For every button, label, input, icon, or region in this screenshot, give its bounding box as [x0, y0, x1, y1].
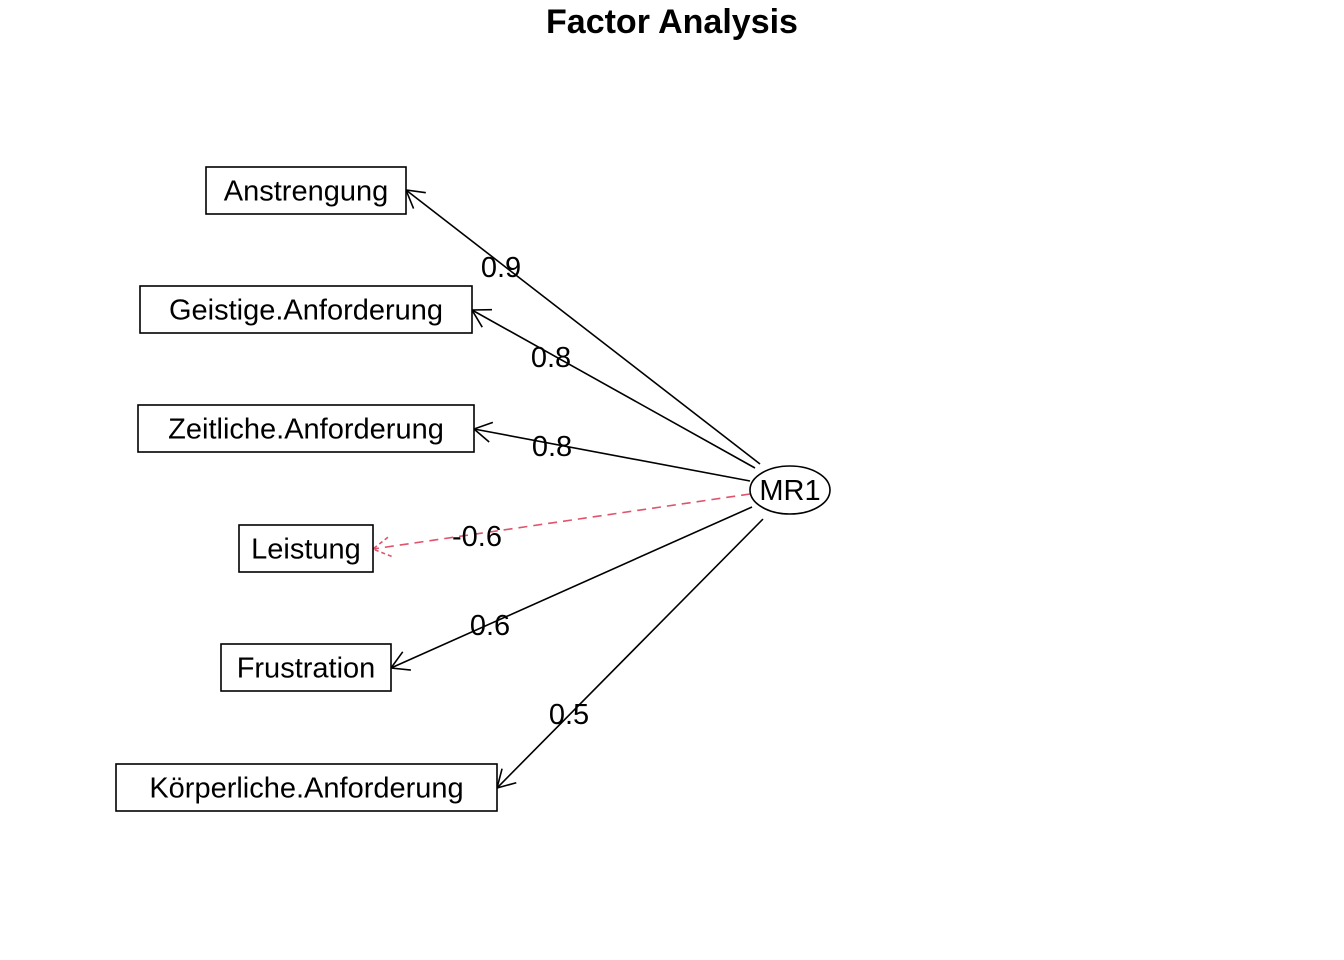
variable-box: [137, 404, 475, 453]
loading-label: 0.9: [481, 252, 521, 284]
loading-edge: [496, 518, 764, 789]
factor-node: MR1: [749, 465, 831, 515]
variable-label: Anstrengung: [224, 176, 388, 208]
loading-edges: 0.9 0.8 0.8 -0.6 0.6 0.5: [371, 189, 764, 790]
variable-box: [115, 763, 498, 812]
loading-edge: [471, 309, 756, 469]
loading-label: 0.6: [470, 610, 510, 642]
factor-ellipse: [749, 465, 831, 515]
variable-label: Zeitliche.Anforderung: [168, 414, 444, 446]
variable-node: Körperliche.Anforderung: [115, 763, 498, 812]
variable-node: Geistige.Anforderung: [139, 285, 473, 334]
factor-label: MR1: [759, 475, 820, 507]
loading-edge: [390, 506, 753, 669]
loading-label: -0.6: [452, 521, 502, 553]
variable-box: [205, 166, 407, 215]
variable-box: [139, 285, 473, 334]
variable-nodes: AnstrengungGeistige.AnforderungZeitliche…: [115, 166, 498, 812]
loading-label: 0.8: [531, 342, 571, 374]
loading-label: 0.5: [549, 699, 589, 731]
loading-edge: [372, 493, 751, 550]
variable-node: Leistung: [238, 524, 374, 573]
variable-node: Zeitliche.Anforderung: [137, 404, 475, 453]
variable-label: Frustration: [237, 653, 376, 685]
variable-node: Frustration: [220, 643, 392, 692]
variable-label: Leistung: [251, 534, 361, 566]
variable-label: Körperliche.Anforderung: [149, 773, 463, 805]
loading-edge: [405, 189, 761, 465]
diagram-title: Factor Analysis: [546, 3, 798, 41]
variable-box: [220, 643, 392, 692]
loading-edge: [473, 428, 751, 482]
variable-box: [238, 524, 374, 573]
variable-label: Geistige.Anforderung: [169, 295, 443, 327]
loading-label: 0.8: [532, 431, 572, 463]
variable-node: Anstrengung: [205, 166, 407, 215]
